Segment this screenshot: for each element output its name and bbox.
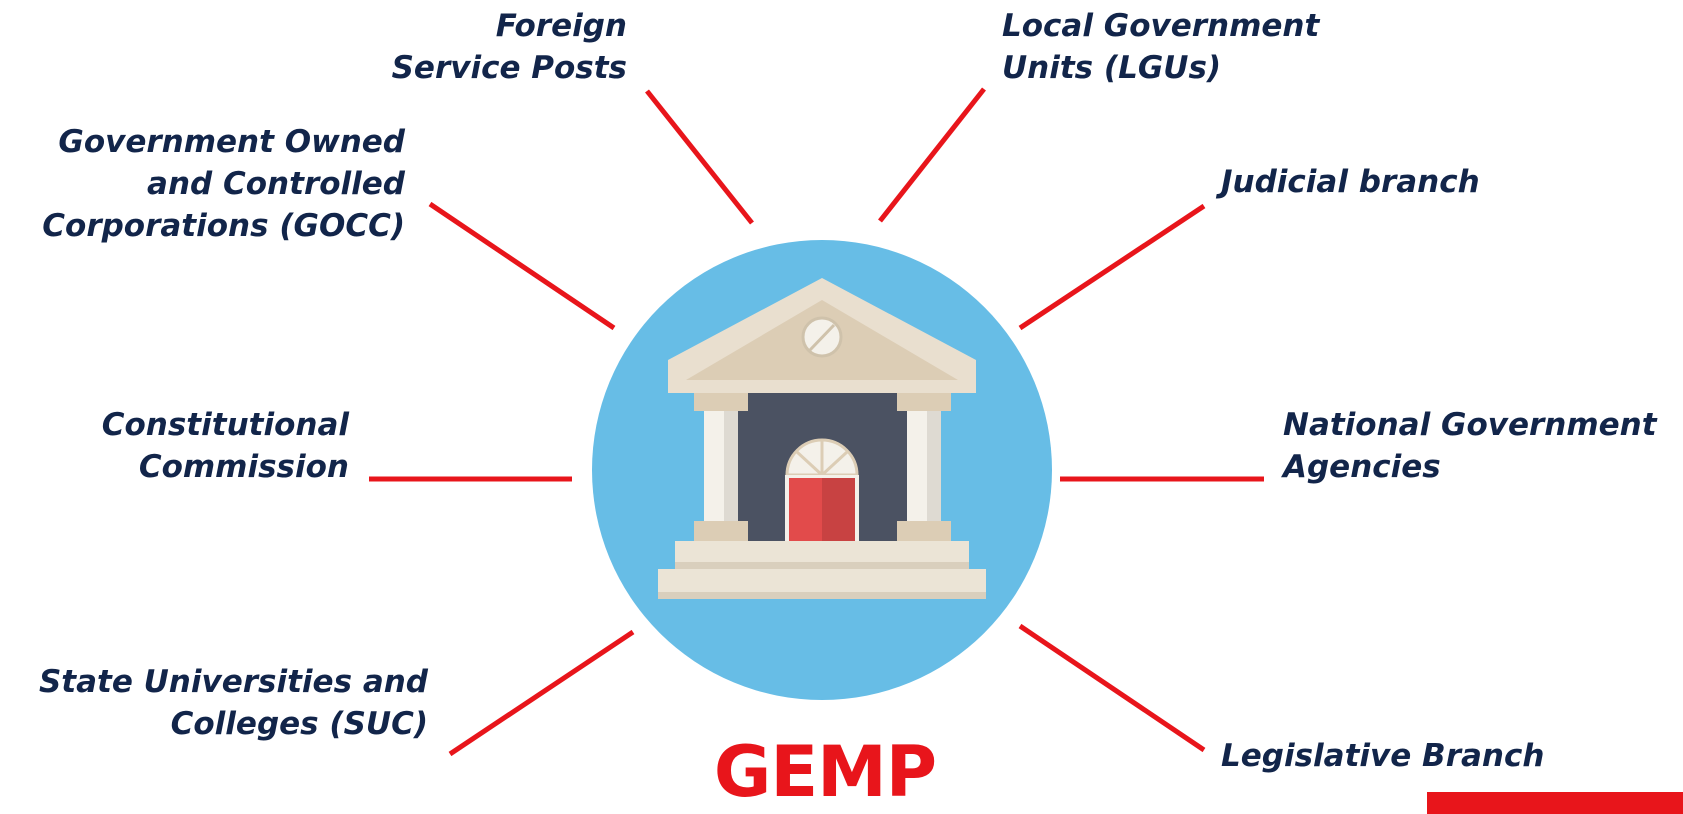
right-base [897, 521, 951, 541]
step-upper-edge [675, 562, 969, 569]
label-gocc: Government Owned and Controlled Corporat… [42, 121, 405, 247]
door-arch-rib-3 [820, 450, 849, 477]
left-base [694, 521, 748, 541]
label-line: Judicial branch [1221, 164, 1480, 200]
connector-gocc [428, 201, 616, 331]
label-line: and Controlled [147, 166, 405, 202]
label-line: Government Owned [58, 124, 405, 160]
connector-lgu [878, 87, 986, 223]
left-capital [694, 393, 748, 411]
label-local-government-units: Local Government Units (LGUs) [1002, 5, 1319, 89]
label-line: Corporations (GOCC) [42, 208, 405, 244]
label-line: Colleges (SUC) [170, 706, 428, 742]
label-line: Constitutional [101, 407, 349, 443]
diagram-title: GEMP [713, 731, 937, 813]
door-arch-rib-2 [795, 450, 824, 477]
connector-foreign-service [645, 89, 754, 225]
label-line: Foreign [495, 8, 627, 44]
hub [592, 240, 1052, 700]
label-line: Local Government [1002, 8, 1320, 44]
label-line: National Government [1283, 407, 1657, 443]
connector-suc [448, 629, 635, 757]
label-state-universities: State Universities and Colleges (SUC) [39, 661, 428, 745]
label-line: Service Posts [391, 50, 627, 86]
label-line: Agencies [1283, 449, 1441, 485]
door-right [822, 478, 855, 543]
door-left [789, 478, 822, 543]
label-constitutional-commission: Constitutional Commission [102, 404, 349, 488]
left-column-shade [724, 411, 738, 521]
label-line: Legislative Branch [1221, 738, 1545, 774]
label-judicial-branch: Judicial branch [1221, 161, 1480, 203]
connector-lines [369, 87, 1264, 757]
connector-judicial [1018, 203, 1206, 331]
label-line: State Universities and [38, 664, 428, 700]
label-legislative-branch: Legislative Branch [1221, 735, 1544, 777]
pediment-window-glint [808, 323, 836, 352]
right-capital [897, 393, 951, 411]
label-foreign-service-posts: Foreign Service Posts [392, 5, 627, 89]
label-national-government-agencies: National Government Agencies [1283, 404, 1657, 488]
connector-legislative [1018, 623, 1206, 753]
step-lower-edge [658, 592, 986, 599]
right-column-shade [927, 411, 941, 521]
accent-bar [1427, 792, 1683, 814]
label-line: Units (LGUs) [1002, 50, 1222, 86]
label-line: Commission [138, 449, 349, 485]
government-building-icon [658, 278, 986, 599]
